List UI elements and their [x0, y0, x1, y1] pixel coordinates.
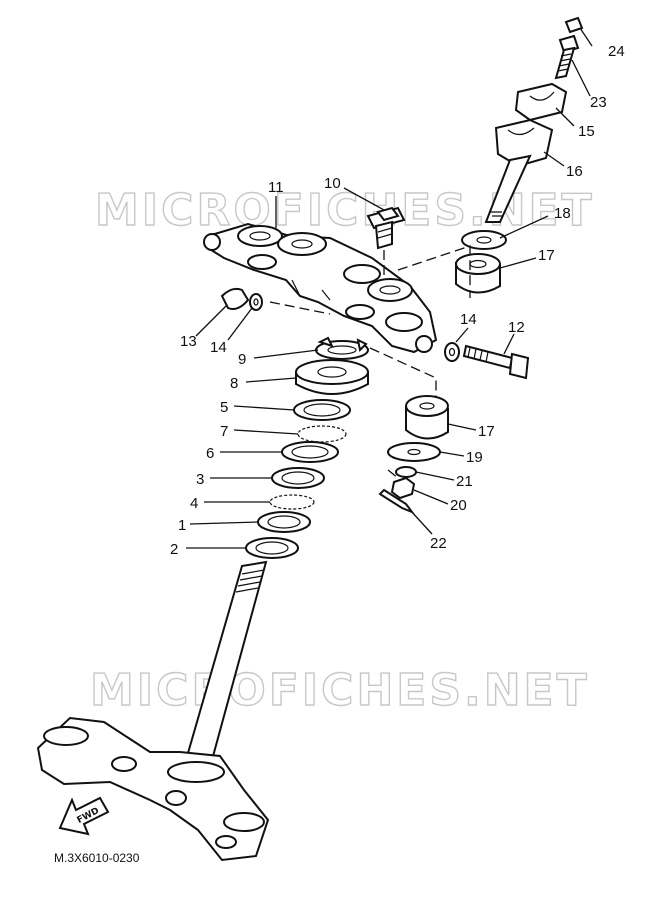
callout-24: 24 — [608, 43, 625, 60]
callout-14-left: 14 — [210, 339, 227, 356]
footer-code: M.3X6010-0230 — [54, 851, 140, 865]
part-24-cap — [564, 16, 584, 34]
callout-1: 1 — [178, 517, 186, 534]
part-7-balls — [297, 425, 347, 443]
callout-21: 21 — [456, 473, 473, 490]
part-5-bearing-race — [293, 399, 351, 421]
part-8-cover — [295, 359, 369, 395]
part-15-upper-holder — [514, 82, 568, 122]
callout-11: 11 — [268, 179, 284, 196]
callout-13: 13 — [180, 333, 197, 350]
part-20-nut — [390, 476, 416, 500]
callout-5: 5 — [220, 399, 228, 416]
leader-lines — [186, 27, 593, 549]
callout-12: 12 — [508, 319, 525, 336]
callout-17-upper: 17 — [538, 247, 555, 264]
callout-15: 15 — [578, 123, 595, 140]
part-22-cotter-pin — [378, 488, 415, 515]
part-16-lower-holder — [484, 118, 554, 223]
callout-6: 6 — [206, 445, 214, 462]
assembly-lines — [269, 245, 471, 479]
part-14-washer-left — [249, 293, 263, 311]
part-4-balls — [269, 494, 315, 510]
part-17-damper-lower — [405, 395, 449, 440]
part-23-bolt — [554, 34, 580, 80]
callout-22: 22 — [430, 535, 447, 552]
part-14-washer-right — [444, 342, 460, 362]
callout-16: 16 — [566, 163, 583, 180]
callout-3: 3 — [196, 471, 204, 488]
steering-stem — [184, 560, 268, 761]
callout-20: 20 — [450, 497, 467, 514]
part-3-bearing-race — [271, 467, 325, 489]
watermark-bottom: MICROFICHES.NET — [90, 665, 590, 716]
callout-19: 19 — [466, 449, 483, 466]
part-10-flange-bolt — [366, 206, 406, 250]
callout-8: 8 — [230, 375, 238, 392]
part-21-lock-washer — [395, 466, 417, 478]
fwd-arrow: FWD — [58, 796, 110, 836]
callout-23: 23 — [590, 94, 607, 111]
part-18-washer — [461, 230, 507, 250]
part-11-upper-bracket — [203, 222, 438, 354]
part-13-cap — [220, 287, 250, 310]
callout-4: 4 — [190, 495, 198, 512]
callout-14-right: 14 — [460, 311, 477, 328]
callout-17-lower: 17 — [478, 423, 495, 440]
callouts: 24 23 15 16 18 17 10 11 13 14 14 12 9 8 … — [170, 43, 625, 558]
part-1-bearing-race — [257, 511, 311, 533]
callout-18: 18 — [554, 205, 571, 222]
part-9-ring-nut — [315, 336, 369, 360]
part-6-bearing-race — [281, 441, 339, 463]
part-17-damper-upper — [455, 253, 501, 294]
callout-7: 7 — [220, 423, 228, 440]
callout-10: 10 — [324, 175, 341, 192]
under-bracket — [36, 716, 270, 862]
callout-2: 2 — [170, 541, 178, 558]
part-2-dust-seal — [245, 537, 299, 559]
callout-9: 9 — [238, 351, 246, 368]
part-12-bolt — [462, 344, 530, 380]
part-19-washer — [387, 442, 441, 462]
